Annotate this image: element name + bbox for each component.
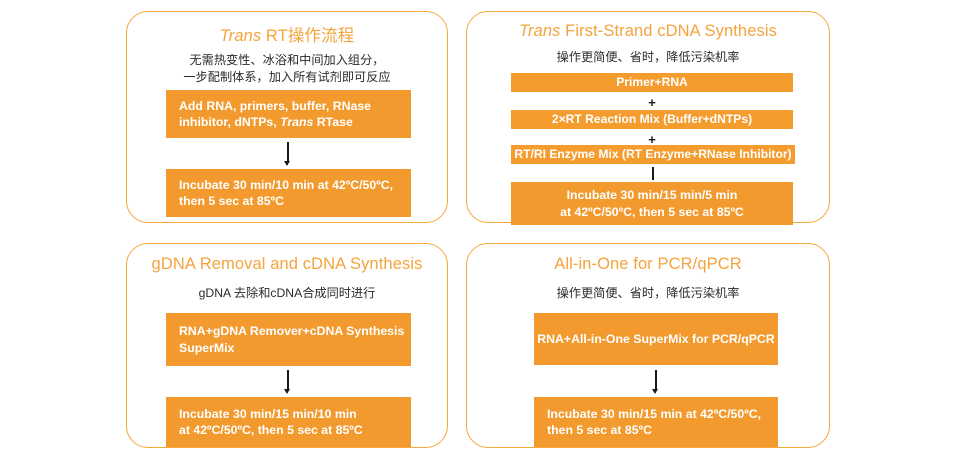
step-line-2: then 5 sec at 85ºC: [547, 423, 652, 437]
panel-gdna-removal-and-cdna-synthesis: gDNA Removal and cDNA Synthesis gDNA 去除和…: [126, 243, 448, 448]
flow-arrow-down-icon: [282, 142, 294, 167]
reagent-bar-rt-ri-enzyme-mix: RT/RI Enzyme Mix (RT Enzyme+RNase Inhibi…: [511, 145, 795, 164]
panel-title-italic: Trans: [519, 22, 561, 40]
panel-all-in-one-for-pcr-qpcr: All-in-One for PCR/qPCR 操作更简便、省时，降低污染机率 …: [466, 243, 830, 448]
panel-title-italic: Trans: [219, 27, 262, 45]
panel-trans-first-strand-cdna-synthesis: Trans First-Strand cDNA Synthesis 操作更简便、…: [466, 11, 830, 225]
step-line-1: Add RNA, primers, buffer, RNase: [179, 98, 372, 113]
panel-subtitle: 操作更简便、省时，降低污染机率: [556, 286, 740, 300]
reagent-bar-rt-reaction-mix: 2×RT Reaction Mix (Buffer+dNTPs): [511, 110, 793, 129]
reagent-bar-primer-rna: Primer+RNA: [511, 73, 793, 92]
step-line-1: Incubate 30 min/10 min at 42ºC/50ºC,: [179, 177, 394, 192]
step-line-1: RNA+gDNA Remover+cDNA Synthesis: [179, 324, 405, 338]
panel-title: All-in-One for PCR/qPCR: [467, 255, 829, 274]
step-box-reaction-setup: RNA+All-in-One SuperMix for PCR/qPCR: [534, 313, 778, 365]
panel-title: gDNA Removal and cDNA Synthesis: [127, 255, 447, 274]
flow-arrow-down-icon: [282, 370, 294, 395]
step-box-incubation: Incubate 30 min/15 min at 42ºC/50ºC, the…: [534, 397, 778, 447]
panel-title-rest: gDNA Removal and cDNA Synthesis: [151, 255, 423, 273]
panel-title-rest: RT操作流程: [261, 27, 355, 45]
step-line-2-post: RTase: [313, 115, 353, 129]
step-line-1: RNA+All-in-One SuperMix for PCR/qPCR: [537, 331, 775, 346]
step-line-2: at 42ºC/50ºC, then 5 sec at 85ºC: [560, 204, 744, 219]
panel-trans-rt-workflow: Trans RT操作流程 无需热变性、冰浴和中间加入组分， 一步配制体系，加入所…: [126, 11, 448, 223]
step-line-2: inhibitor, dNTPs, Trans RTase: [179, 114, 353, 131]
step-box-incubation: Incubate 30 min/15 min/10 min at 42ºC/50…: [166, 397, 411, 447]
panel-subtitle: 无需热变性、冰浴和中间加入组分， 一步配制体系，加入所有试剂即可反应: [183, 53, 391, 84]
plus-sign-2: +: [648, 132, 656, 147]
step-line-1: Incubate 30 min/15 min/10 min: [179, 406, 357, 421]
step-line-2-italic: Trans: [280, 115, 314, 129]
step-box-incubation: Incubate 30 min/10 min at 42ºC/50ºC, the…: [166, 169, 411, 217]
panel-title: Trans First-Strand cDNA Synthesis: [467, 22, 829, 41]
step-line-1: Incubate 30 min/15 min at 42ºC/50ºC,: [547, 406, 762, 421]
panel-title-rest: All-in-One for PCR/qPCR: [554, 255, 742, 273]
plus-sign-1: +: [648, 95, 656, 110]
step-box-reaction-setup: Add RNA, primers, buffer, RNase inhibito…: [166, 90, 411, 138]
panel-subtitle: 操作更简便、省时，降低污染机率: [556, 50, 740, 64]
step-line-2: at 42ºC/50ºC, then 5 sec at 85ºC: [179, 423, 363, 437]
step-box-reaction-setup: RNA+gDNA Remover+cDNA Synthesis SuperMix: [166, 313, 411, 366]
step-line-1: Incubate 30 min/15 min/5 min: [566, 188, 738, 202]
flow-arrow-down-icon: [650, 370, 662, 395]
flow-connector-line: [652, 167, 654, 180]
step-line-2-pre: inhibitor, dNTPs,: [179, 115, 281, 129]
panel-title: Trans RT操作流程: [127, 22, 447, 46]
step-line-2: then 5 sec at 85ºC: [179, 194, 284, 208]
panel-subtitle: gDNA 去除和cDNA合成同时进行: [198, 286, 376, 300]
panel-title-rest: First-Strand cDNA Synthesis: [560, 22, 777, 40]
step-line-2: SuperMix: [179, 340, 235, 355]
step-box-incubation: Incubate 30 min/15 min/5 min at 42ºC/50º…: [511, 182, 793, 225]
